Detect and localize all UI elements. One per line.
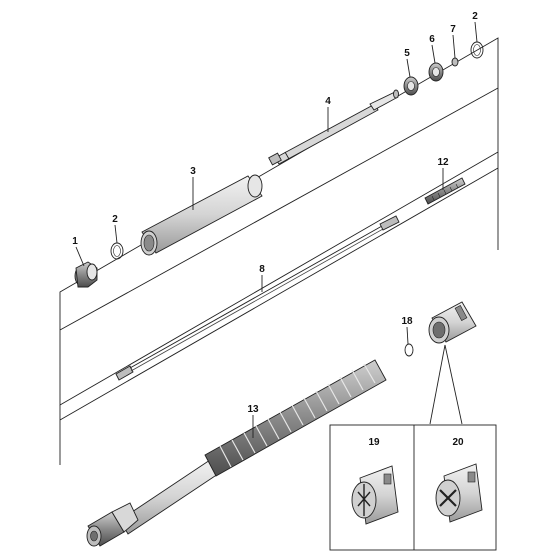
callout-3: 3 <box>190 166 196 177</box>
callout-5: 5 <box>404 48 410 59</box>
detail-leader-19 <box>429 344 446 425</box>
detail-inset-box <box>329 424 497 551</box>
detail-leader-20 <box>444 344 463 425</box>
callout-2-upper: 2 <box>472 11 478 22</box>
leader-2-lower <box>114 224 118 244</box>
part-7-washer <box>451 57 459 67</box>
part-5-bearing <box>403 76 419 96</box>
callout-1: 1 <box>72 236 78 247</box>
part-3-tube <box>140 174 263 256</box>
part-2-o-ring-lower <box>110 242 124 260</box>
part-12-splined-shaft <box>424 177 466 205</box>
panel-middle-frame <box>59 87 499 406</box>
leader-2-upper <box>474 21 478 43</box>
callout-6: 6 <box>429 34 435 45</box>
part-4-shaft <box>268 89 399 166</box>
callout-13: 13 <box>247 404 259 415</box>
coupling-assembly <box>428 301 477 344</box>
part-20-detail <box>435 463 483 523</box>
leader-18 <box>406 326 409 345</box>
part-18-ring <box>404 343 414 357</box>
callout-8: 8 <box>259 264 265 275</box>
leader-7 <box>452 34 456 59</box>
part-19-detail <box>351 465 399 525</box>
callout-4: 4 <box>325 96 331 107</box>
part-1-end-cap <box>74 261 98 288</box>
part-6-bearing <box>428 62 444 82</box>
callout-2-lower: 2 <box>112 214 118 225</box>
panel-top-frame <box>59 37 499 330</box>
part-13-flex-hose <box>86 359 387 547</box>
callout-19: 19 <box>368 437 380 448</box>
panel-bottom-frame <box>59 152 499 465</box>
leader-6 <box>431 44 436 64</box>
part-8-drive-shaft <box>115 215 400 381</box>
callout-12: 12 <box>437 157 449 168</box>
leader-5 <box>406 58 411 78</box>
callout-7: 7 <box>450 24 456 35</box>
leader-1 <box>75 246 85 267</box>
callout-18: 18 <box>401 316 413 327</box>
callout-20: 20 <box>452 437 464 448</box>
